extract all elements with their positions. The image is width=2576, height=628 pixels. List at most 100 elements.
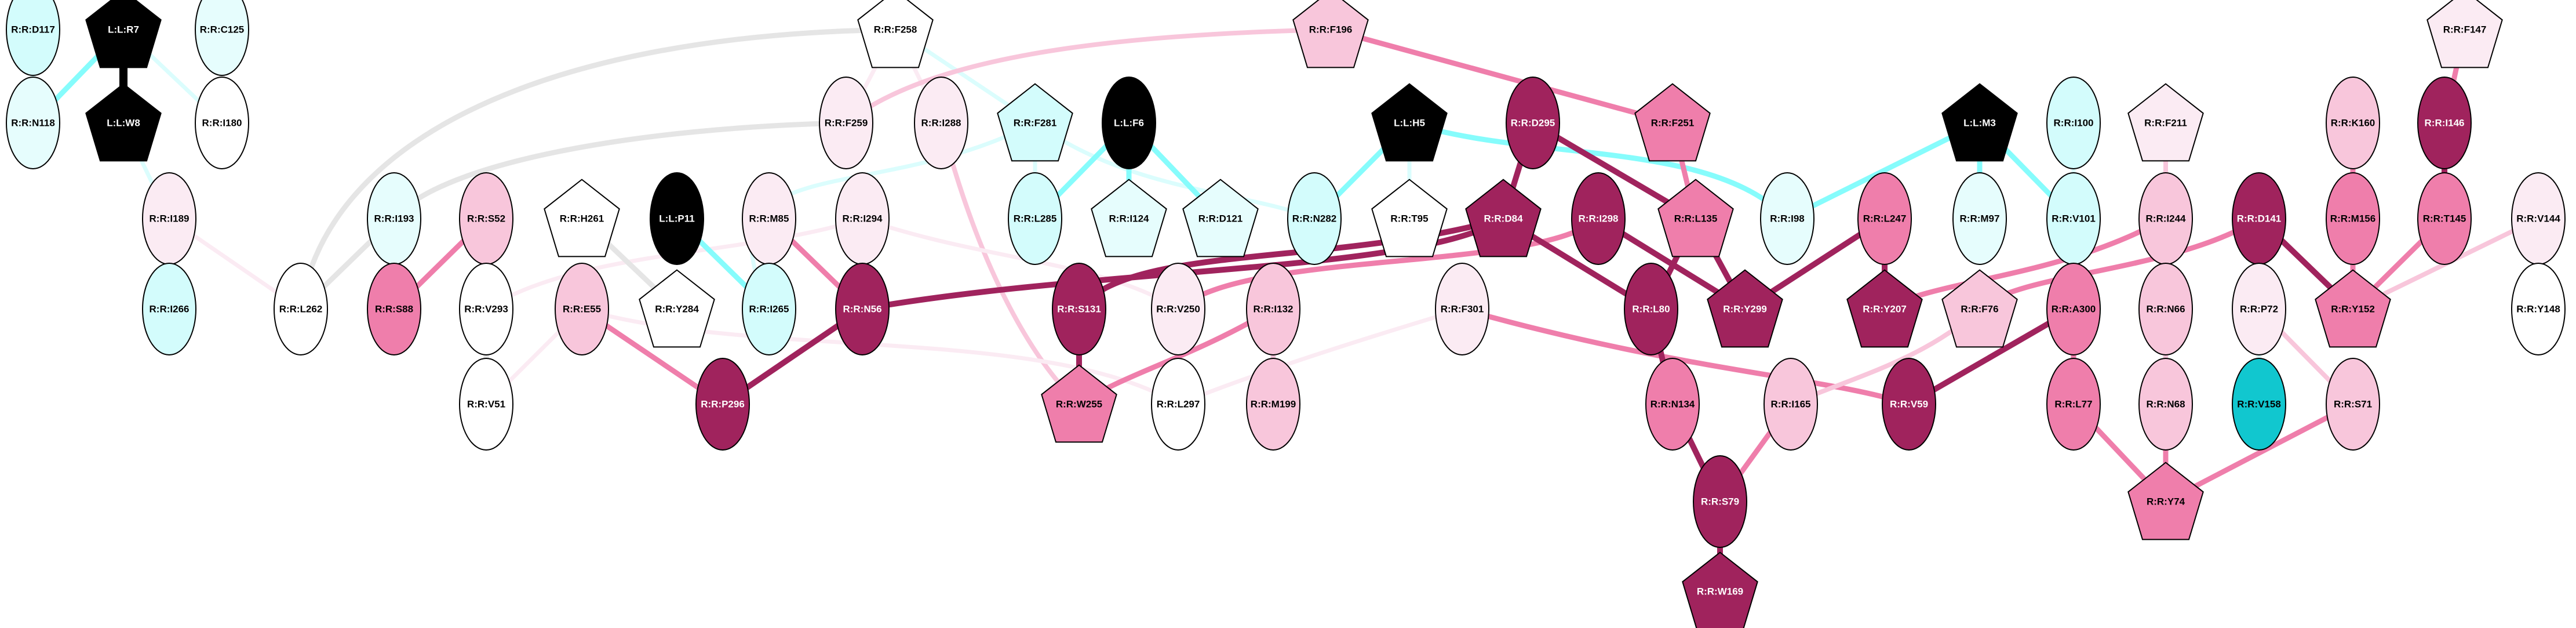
edge-R-R-N56-to-R-R-D84 [862,216,1505,312]
node-r-r-n56[interactable]: R:R:N56 [835,263,890,355]
node-r-r-n118[interactable]: R:R:N118 [6,77,60,169]
node-ellipse-shape [1052,263,1106,355]
node-r-r-i193[interactable]: R:R:I193 [367,172,421,265]
node-r-r-i180[interactable]: R:R:I180 [195,77,249,169]
node-r-r-v101[interactable]: R:R:V101 [2046,172,2101,265]
node-r-r-d121[interactable]: R:R:D121 [1182,179,1259,257]
node-label: R:R:D121 [1198,213,1243,224]
node-r-r-d295[interactable]: R:R:D295 [1506,77,1560,169]
node-r-r-y284[interactable]: R:R:Y284 [639,269,715,348]
node-r-r-i298[interactable]: R:R:I298 [1571,172,1626,265]
node-r-r-c125[interactable]: R:R:C125 [195,0,249,76]
node-r-r-y148[interactable]: R:R:Y148 [2511,263,2566,355]
node-r-r-v59[interactable]: R:R:V59 [1882,358,1936,451]
node-l-l-p11[interactable]: L:L:P11 [650,172,704,265]
node-l-l-f6[interactable]: L:L:F6 [1102,77,1156,169]
node-r-r-i294[interactable]: R:R:I294 [835,172,890,265]
node-r-r-n282[interactable]: R:R:N282 [1287,172,1342,265]
node-r-r-i132[interactable]: R:R:I132 [1246,263,1300,355]
node-pentagon-shape [85,83,162,162]
node-r-r-v144[interactable]: R:R:V144 [2511,172,2566,265]
node-ellipse-shape [2417,172,2472,265]
node-r-r-s71[interactable]: R:R:S71 [2326,358,2380,451]
node-r-r-h261[interactable]: R:R:H261 [544,179,620,257]
node-r-r-i265[interactable]: R:R:I265 [742,263,796,355]
node-r-r-k160[interactable]: R:R:K160 [2326,77,2380,169]
node-pentagon-shape [1041,364,1117,443]
node-r-r-l77[interactable]: R:R:L77 [2046,358,2101,451]
node-r-r-y74[interactable]: R:R:Y74 [2127,462,2204,540]
edge-R-R-F196-to-R-R-F251 [1329,27,1674,126]
node-r-r-w169[interactable]: R:R:W169 [1682,551,1758,628]
node-r-r-n134[interactable]: R:R:N134 [1645,358,1700,451]
node-r-r-i124[interactable]: R:R:I124 [1091,179,1167,257]
edge-R-R-I288-to-R-R-W255 [939,122,1081,406]
node-r-r-f211[interactable]: R:R:F211 [2127,83,2204,162]
node-r-r-i165[interactable]: R:R:I165 [1764,358,1818,451]
node-r-r-s52[interactable]: R:R:S52 [459,172,513,265]
node-l-l-r7[interactable]: L:L:R7 [85,0,162,68]
node-r-r-i244[interactable]: R:R:I244 [2138,172,2193,265]
node-r-r-d117[interactable]: R:R:D117 [6,0,60,76]
node-label: R:R:T145 [2423,213,2466,224]
node-r-r-l285[interactable]: R:R:L285 [1008,172,1062,265]
node-r-r-y152[interactable]: R:R:Y152 [2315,269,2391,348]
node-r-r-y299[interactable]: R:R:Y299 [1707,269,1783,348]
node-ellipse-shape [1287,172,1342,265]
node-r-r-l247[interactable]: R:R:L247 [1857,172,1912,265]
node-r-r-t95[interactable]: R:R:T95 [1371,179,1448,257]
node-r-r-f251[interactable]: R:R:F251 [1634,83,1711,162]
node-r-r-l262[interactable]: R:R:L262 [274,263,328,355]
node-r-r-l135[interactable]: R:R:L135 [1657,179,1734,257]
node-pentagon-shape [2315,269,2391,348]
node-r-r-i288[interactable]: R:R:I288 [914,77,968,169]
node-r-r-v293[interactable]: R:R:V293 [459,263,513,355]
node-r-r-t145[interactable]: R:R:T145 [2417,172,2472,265]
node-r-r-n66[interactable]: R:R:N66 [2138,263,2193,355]
node-r-r-v51[interactable]: R:R:V51 [459,358,513,451]
node-r-r-l80[interactable]: R:R:L80 [1624,263,1678,355]
node-r-r-f301[interactable]: R:R:F301 [1435,263,1489,355]
node-r-r-n68[interactable]: R:R:N68 [2138,358,2193,451]
node-r-r-f196[interactable]: R:R:F196 [1292,0,1369,68]
node-r-r-m85[interactable]: R:R:M85 [742,172,796,265]
node-label: R:R:Y74 [2147,496,2185,507]
node-r-r-i266[interactable]: R:R:I266 [142,263,196,355]
node-r-r-f76[interactable]: R:R:F76 [1941,269,2018,348]
node-r-r-l297[interactable]: R:R:L297 [1151,358,1205,451]
node-r-r-m199[interactable]: R:R:M199 [1246,358,1300,451]
node-r-r-s88[interactable]: R:R:S88 [367,263,421,355]
node-r-r-e55[interactable]: R:R:E55 [555,263,609,355]
node-r-r-i98[interactable]: R:R:I98 [1760,172,1815,265]
node-r-r-s131[interactable]: R:R:S131 [1052,263,1106,355]
node-l-l-h5[interactable]: L:L:H5 [1371,83,1448,162]
node-label: R:R:S71 [2334,399,2372,410]
node-r-r-v250[interactable]: R:R:V250 [1151,263,1205,355]
node-label: R:R:V59 [1890,399,1928,410]
node-r-r-f258[interactable]: R:R:F258 [857,0,934,68]
node-r-r-s79[interactable]: R:R:S79 [1693,455,1747,548]
node-r-r-f281[interactable]: R:R:F281 [997,83,1073,162]
edge-R-R-S71-to-R-R-Y74 [2164,402,2355,504]
node-r-r-f259[interactable]: R:R:F259 [819,77,873,169]
node-r-r-p296[interactable]: R:R:P296 [695,358,750,451]
node-r-r-a300[interactable]: R:R:A300 [2046,263,2101,355]
node-label: R:R:W169 [1697,586,1743,597]
node-r-r-y207[interactable]: R:R:Y207 [1846,269,1923,348]
node-r-r-i100[interactable]: R:R:I100 [2046,77,2101,169]
node-r-r-v158[interactable]: R:R:V158 [2232,358,2286,451]
node-r-r-i189[interactable]: R:R:I189 [142,172,196,265]
node-l-l-w8[interactable]: L:L:W8 [85,83,162,162]
node-r-r-f147[interactable]: R:R:F147 [2426,0,2503,68]
node-r-r-d141[interactable]: R:R:D141 [2232,172,2286,265]
node-r-r-p72[interactable]: R:R:P72 [2232,263,2286,355]
node-r-r-w255[interactable]: R:R:W255 [1041,364,1117,443]
node-ellipse-shape [914,77,968,169]
node-r-r-m156[interactable]: R:R:M156 [2326,172,2380,265]
node-r-r-m97[interactable]: R:R:M97 [1952,172,2007,265]
node-label: R:R:I266 [150,304,190,315]
node-label: R:R:L135 [1674,213,1718,224]
node-l-l-m3[interactable]: L:L:M3 [1941,83,2018,162]
node-r-r-d84[interactable]: R:R:D84 [1465,179,1542,257]
node-r-r-i146[interactable]: R:R:I146 [2417,77,2472,169]
